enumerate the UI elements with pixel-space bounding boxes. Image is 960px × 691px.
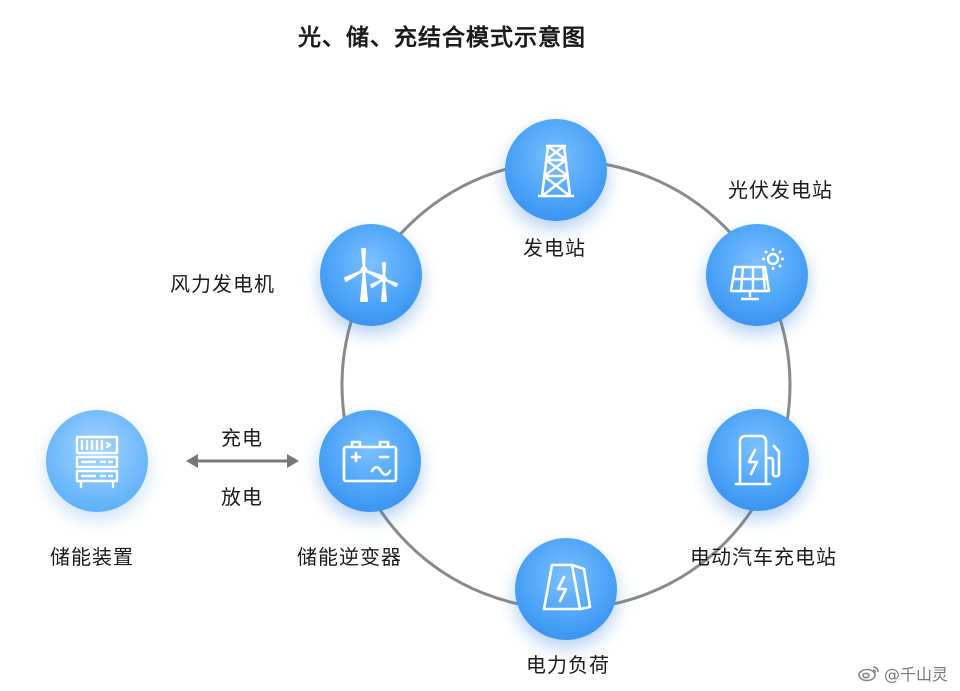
transmission-tower-icon bbox=[538, 144, 574, 198]
inverter-label: 储能逆变器 bbox=[297, 545, 402, 569]
ev-charging-label: 电动汽车充电站 bbox=[690, 545, 837, 569]
battery-inverter-icon bbox=[342, 440, 398, 483]
wind-turbine-node bbox=[320, 224, 422, 326]
ev-charging-node bbox=[707, 409, 809, 511]
inverter-node bbox=[319, 410, 421, 512]
charging-pile-icon bbox=[734, 434, 781, 486]
diagram-title: 光、储、充结合模式示意图 bbox=[298, 25, 586, 51]
charge-discharge-arrow bbox=[186, 454, 299, 468]
solar-panel-icon bbox=[729, 248, 784, 301]
watermark: @千山灵 bbox=[858, 661, 948, 685]
storage-device-label: 储能装置 bbox=[50, 545, 134, 569]
power-station-label: 发电站 bbox=[523, 236, 586, 260]
energy-storage-cabinet-icon bbox=[75, 435, 119, 489]
power-load-label: 电力负荷 bbox=[526, 653, 610, 677]
pv-station-label: 光伏发电站 bbox=[728, 178, 833, 202]
wind-turbine-icon bbox=[344, 248, 398, 302]
storage-device-node bbox=[46, 410, 148, 512]
wind-turbine-label: 风力发电机 bbox=[170, 272, 275, 296]
watermark-text: @千山灵 bbox=[883, 665, 948, 684]
charge-label: 充电 bbox=[221, 426, 263, 450]
power-load-node bbox=[515, 538, 617, 640]
pv-station-node bbox=[706, 224, 808, 326]
discharge-label: 放电 bbox=[221, 485, 263, 509]
power-load-icon bbox=[542, 563, 592, 611]
weibo-icon bbox=[858, 666, 879, 682]
power-station-node bbox=[505, 119, 607, 221]
